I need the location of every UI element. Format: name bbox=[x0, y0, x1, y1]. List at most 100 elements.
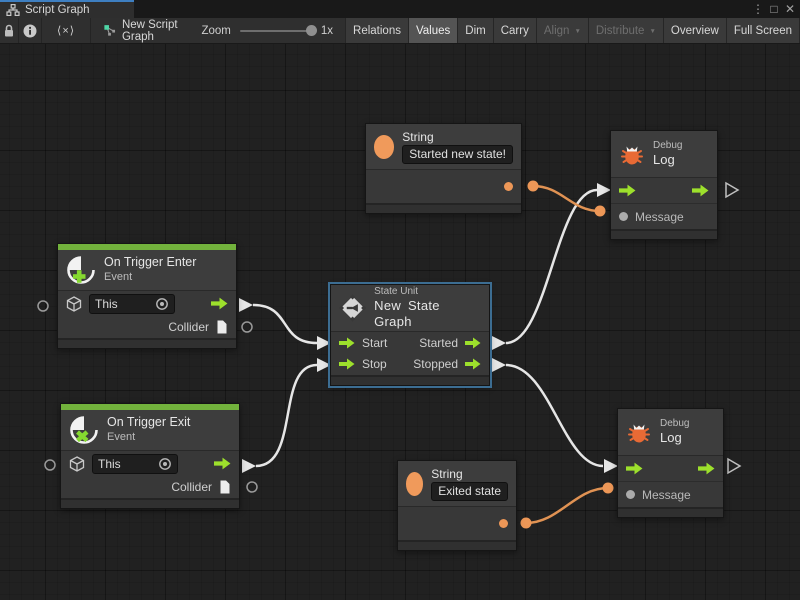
align-button[interactable]: Align▼ bbox=[535, 18, 588, 43]
port-out-debug-top-exit[interactable] bbox=[725, 181, 740, 199]
collider-page-icon[interactable] bbox=[216, 320, 228, 334]
node-state-unit[interactable]: State Unit New State Graph Start Started… bbox=[328, 282, 492, 388]
port-out-trigger-enter[interactable] bbox=[239, 298, 253, 312]
node-debug-log-top[interactable]: Debug Log Message bbox=[610, 130, 718, 240]
node-title: String bbox=[431, 466, 463, 481]
values-button[interactable]: Values bbox=[407, 18, 458, 43]
zoom-slider-handle[interactable] bbox=[305, 25, 317, 36]
dim-button[interactable]: Dim bbox=[457, 18, 493, 43]
flow-out-arrow-icon[interactable] bbox=[465, 358, 481, 370]
node-on-trigger-exit[interactable]: On Trigger Exit Event This Collider bbox=[60, 403, 240, 509]
node-footer bbox=[398, 540, 516, 550]
collider-page-icon[interactable] bbox=[219, 480, 231, 494]
port-out-collider-exit[interactable] bbox=[246, 481, 258, 493]
graph-canvas[interactable]: String Started new state! Debug Log bbox=[0, 44, 800, 600]
port-in-this-enter[interactable] bbox=[37, 300, 49, 312]
value-wire-end[interactable] bbox=[520, 517, 532, 529]
info-icon bbox=[23, 24, 37, 38]
port-in-this-exit[interactable] bbox=[44, 459, 56, 471]
flow-out-arrow-icon[interactable] bbox=[692, 184, 709, 197]
port-label: Message bbox=[635, 209, 684, 224]
port-label: Message bbox=[642, 487, 691, 502]
port-out-started[interactable] bbox=[492, 336, 506, 350]
zoom-slider[interactable] bbox=[239, 25, 317, 36]
value-wire-end[interactable] bbox=[527, 180, 539, 192]
lock-icon bbox=[3, 24, 15, 38]
code-icon: ⟨×⟩ bbox=[57, 25, 76, 37]
carry-button[interactable]: Carry bbox=[492, 18, 536, 43]
port-label: Stopped bbox=[413, 357, 458, 371]
close-icon[interactable]: ✕ bbox=[784, 2, 796, 16]
target-dropdown[interactable]: This bbox=[92, 453, 178, 474]
wire-started-to-debug-top[interactable] bbox=[505, 188, 598, 345]
zoom-value: 1x bbox=[320, 24, 334, 37]
node-title: New State Graph bbox=[374, 298, 440, 330]
target-picker-icon[interactable] bbox=[158, 457, 172, 471]
flow-out-arrow-icon[interactable] bbox=[211, 297, 228, 310]
port-out-stopped[interactable] bbox=[492, 358, 506, 372]
port-label: Started bbox=[419, 335, 458, 350]
port-out-string-value[interactable] bbox=[504, 182, 513, 191]
distribute-button[interactable]: Distribute▼ bbox=[587, 18, 663, 43]
flow-in-arrow-icon[interactable] bbox=[626, 462, 643, 475]
value-wire-end[interactable] bbox=[594, 205, 606, 217]
graph-icon bbox=[6, 4, 20, 16]
node-string-top[interactable]: String Started new state! bbox=[365, 123, 522, 214]
port-out-string-value[interactable] bbox=[499, 519, 508, 528]
flow-out-arrow-icon[interactable] bbox=[698, 462, 715, 475]
event-exit-icon bbox=[69, 415, 99, 445]
menu-icon[interactable]: ⋮ bbox=[752, 2, 764, 16]
string-value-input[interactable]: Exited state bbox=[431, 481, 508, 501]
code-view-button[interactable]: ⟨×⟩ bbox=[42, 18, 91, 43]
flow-out-arrow-icon[interactable] bbox=[465, 337, 481, 349]
overview-button[interactable]: Overview bbox=[662, 18, 726, 43]
port-out-collider-enter[interactable] bbox=[241, 321, 253, 333]
port-in-message[interactable] bbox=[626, 490, 635, 499]
fullscreen-button[interactable]: Full Screen bbox=[725, 18, 800, 43]
port-out-debug-bottom-exit[interactable] bbox=[727, 457, 742, 475]
flow-in-arrow-icon[interactable] bbox=[339, 358, 355, 370]
node-footer bbox=[611, 229, 717, 239]
node-subtitle: Event bbox=[104, 270, 133, 283]
wire-string-top-to-message[interactable] bbox=[532, 184, 601, 213]
port-out-trigger-exit[interactable] bbox=[242, 459, 256, 473]
string-value-input[interactable]: Started new state! bbox=[402, 144, 513, 164]
flow-out-arrow-icon[interactable] bbox=[214, 457, 231, 470]
flow-in-arrow-icon[interactable] bbox=[339, 337, 355, 349]
node-footer bbox=[618, 507, 723, 517]
port-in-message[interactable] bbox=[619, 212, 628, 221]
gameobject-cube-icon bbox=[69, 456, 85, 472]
wire-string-bottom-to-message[interactable] bbox=[525, 486, 609, 525]
port-in-debug-bottom[interactable] bbox=[604, 459, 618, 473]
relations-button[interactable]: Relations bbox=[345, 18, 408, 43]
string-icon bbox=[374, 134, 395, 159]
target-picker-icon[interactable] bbox=[155, 297, 169, 311]
maximize-icon[interactable]: □ bbox=[770, 2, 778, 16]
target-dropdown[interactable]: This bbox=[89, 293, 175, 314]
bug-icon bbox=[619, 141, 645, 167]
node-string-bottom[interactable]: String Exited state bbox=[397, 460, 517, 551]
value-wire-end[interactable] bbox=[602, 482, 614, 494]
port-in-start[interactable] bbox=[317, 336, 331, 350]
wire-enter-to-start[interactable] bbox=[252, 303, 318, 345]
port-in-debug-top[interactable] bbox=[597, 183, 611, 197]
wire-stopped-to-debug-bottom[interactable] bbox=[505, 363, 604, 468]
event-color-bar bbox=[58, 244, 236, 250]
node-debug-log-bottom[interactable]: Debug Log Message bbox=[617, 408, 724, 518]
node-kind: State Unit bbox=[374, 285, 419, 297]
node-on-trigger-enter[interactable]: On Trigger Enter Event This Collider bbox=[57, 243, 237, 349]
tab-script-graph[interactable]: Script Graph bbox=[0, 0, 134, 18]
graph-toolbar: ⟨×⟩ New Script Graph Zoom 1x Relations V… bbox=[0, 18, 800, 44]
port-in-stop[interactable] bbox=[317, 358, 331, 372]
gameobject-cube-icon bbox=[66, 296, 82, 312]
info-button[interactable] bbox=[19, 18, 43, 43]
wire-exit-to-stop[interactable] bbox=[255, 363, 318, 468]
node-subtitle: Event bbox=[107, 430, 136, 443]
lock-button[interactable] bbox=[0, 18, 19, 43]
flow-in-arrow-icon[interactable] bbox=[619, 184, 636, 197]
toolbar-buttons: Relations Values Dim Carry Align▼ Distri… bbox=[345, 18, 800, 43]
window-controls: ⋮ □ ✕ bbox=[750, 0, 798, 18]
node-footer bbox=[61, 498, 239, 508]
tab-bar: Script Graph ⋮ □ ✕ bbox=[0, 0, 800, 18]
